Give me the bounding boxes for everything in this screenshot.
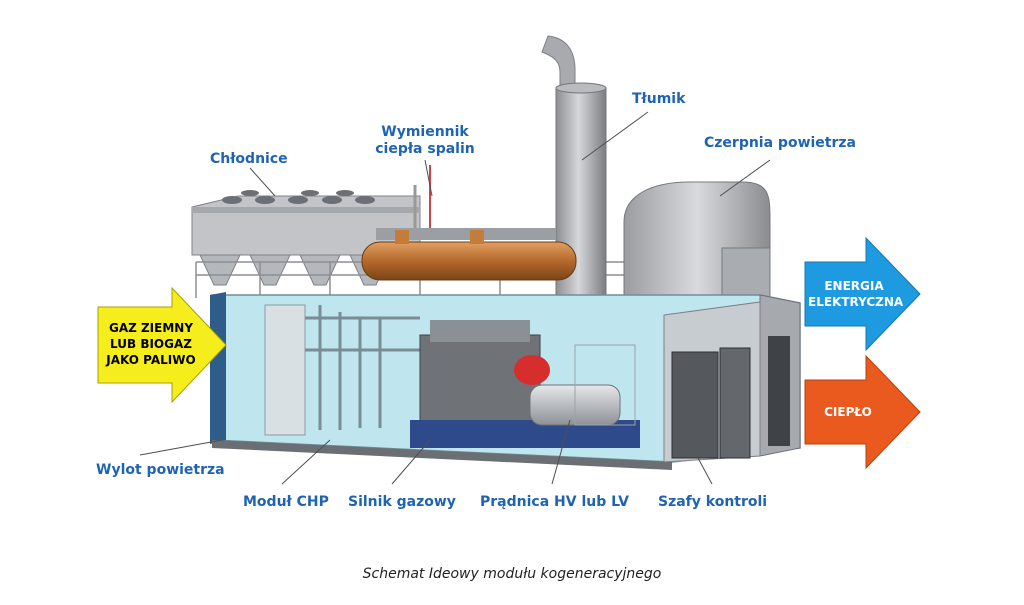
label-chlodnice: Chłodnice <box>210 151 288 167</box>
air-intake-hood <box>623 181 771 311</box>
exhaust-heat-exchanger <box>361 165 577 281</box>
energy-line-1: ENERGIA <box>824 279 884 293</box>
fuel-line-2: LUB BIOGAZ <box>110 337 192 351</box>
fuel-arrow-text: GAZ ZIEMNY LUB BIOGAZ JAKO PALIWO <box>104 320 198 368</box>
label-wymiennik-line-1: Wymiennik <box>381 124 469 140</box>
label-modul: Moduł CHP <box>243 494 329 510</box>
electric-energy-arrow <box>804 236 921 352</box>
pipe-panel <box>264 304 306 436</box>
label-szafy: Szafy kontroli <box>658 494 768 510</box>
control-cabinets <box>671 347 751 459</box>
label-pradnica: Prądnica HV lub LV <box>480 494 629 510</box>
energy-arrow-text: ENERGIA ELEKTRYCZNA <box>808 278 904 310</box>
figure-caption: Schemat Ideowy modułu kogeneracyjnego <box>362 566 662 582</box>
label-wymiennik-line-2: ciepła spalin <box>375 141 475 157</box>
label-silnik: Silnik gazowy <box>348 494 456 510</box>
label-wymiennik: Wymiennik ciepła spalin <box>360 124 490 158</box>
energy-line-2: ELEKTRYCZNA <box>808 295 904 309</box>
heat-arrow-text: CIEPŁO <box>824 405 872 419</box>
fuel-line-3: JAKO PALIWO <box>106 353 196 367</box>
heat-output-arrow <box>804 354 921 470</box>
leader-lines <box>139 111 771 485</box>
fuel-input-arrow <box>97 286 227 404</box>
fuel-line-1: GAZ ZIEMNY <box>108 321 194 335</box>
label-tlumik: Tłumik <box>632 91 686 107</box>
generator <box>529 344 636 426</box>
label-czerpnia: Czerpnia powietrza <box>704 135 856 151</box>
chp-module-internals <box>300 305 430 430</box>
label-wylot: Wylot powietrza <box>96 462 225 478</box>
